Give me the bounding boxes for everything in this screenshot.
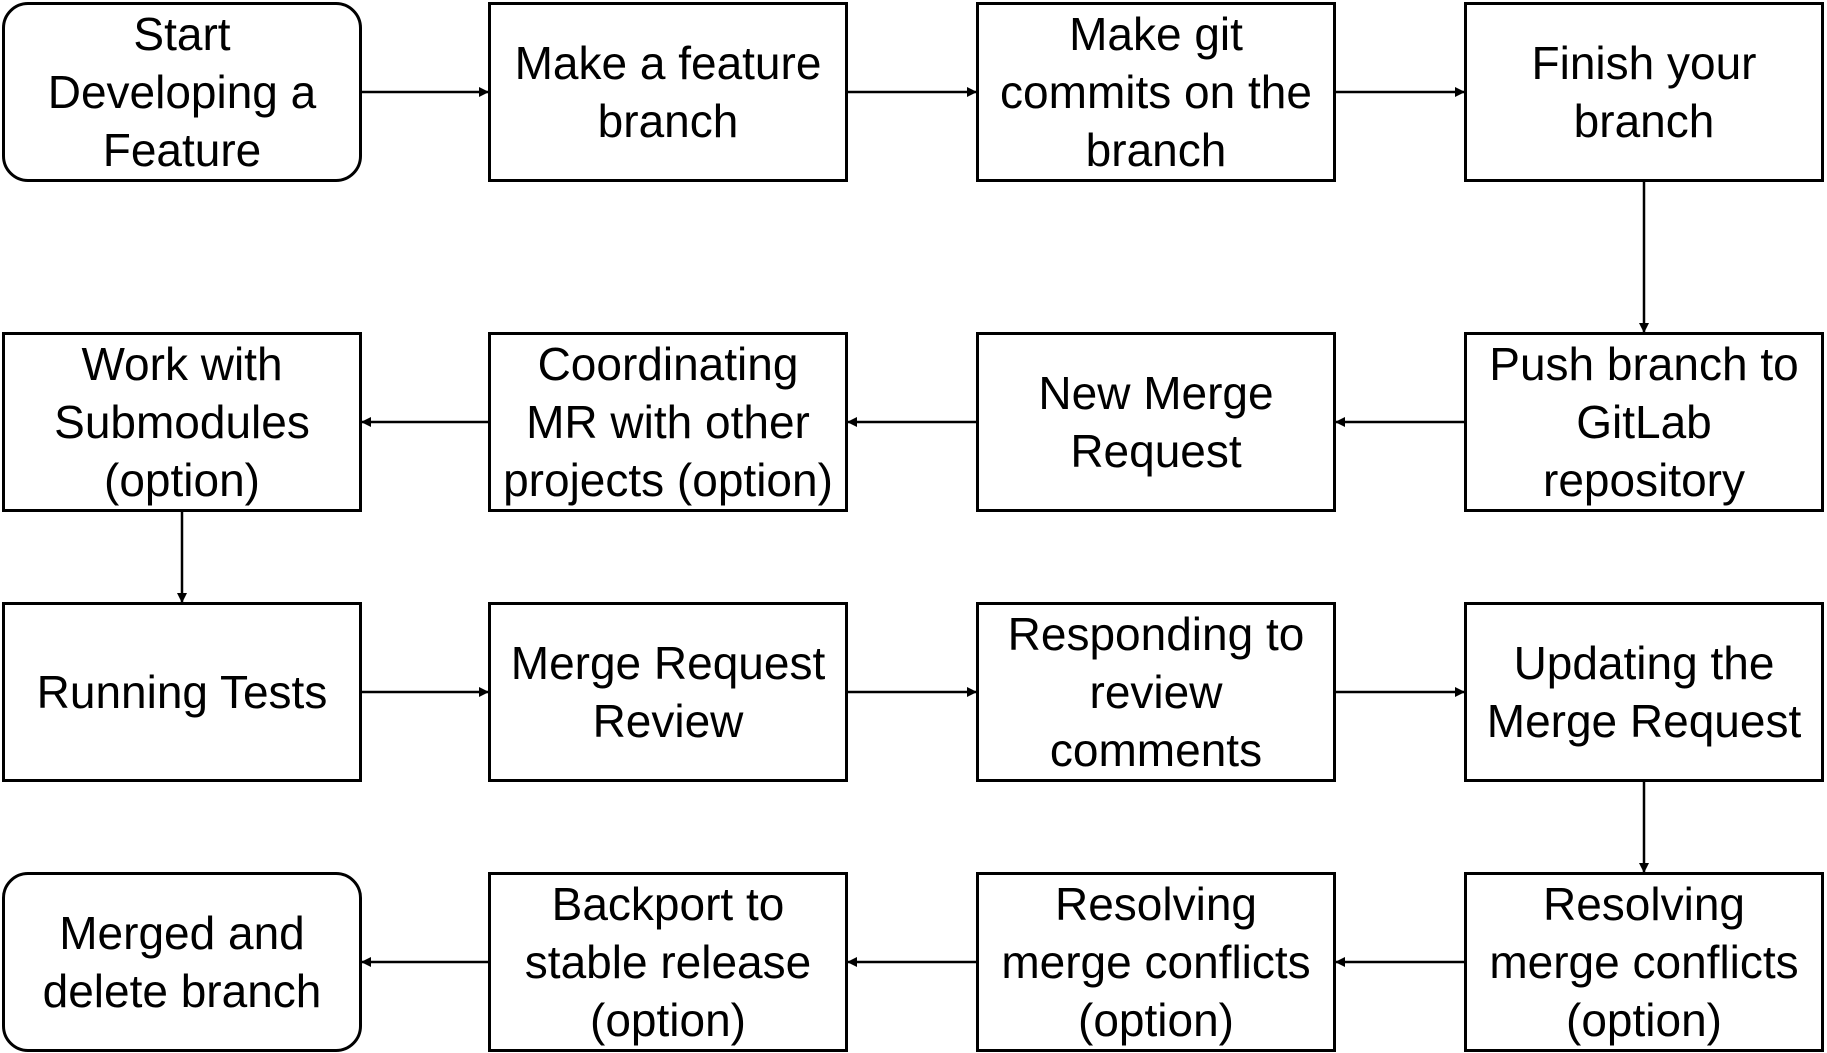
node-backport-stable-release: Backport to stable release (option) [488, 872, 848, 1052]
node-new-merge-request: New Merge Request [976, 332, 1336, 512]
node-start-developing-feature: Start Developing a Feature [2, 2, 362, 182]
node-merge-request-review: Merge Request Review [488, 602, 848, 782]
node-label: Merged and delete branch [42, 907, 322, 1017]
node-label: New Merge Request [1038, 367, 1274, 477]
node-running-tests: Running Tests [2, 602, 362, 782]
node-make-git-commits: Make git commits on the branch [976, 2, 1336, 182]
node-label: Merge Request Review [510, 637, 826, 747]
node-label: Make git commits on the branch [1000, 8, 1312, 176]
node-label: Backport to stable release (option) [524, 878, 812, 1046]
node-push-branch: Push branch to GitLab repository [1464, 332, 1824, 512]
node-merged-delete-branch: Merged and delete branch [2, 872, 362, 1052]
node-label: Push branch to GitLab repository [1489, 338, 1799, 506]
node-make-feature-branch: Make a feature branch [488, 2, 848, 182]
node-label: Start Developing a Feature [47, 8, 317, 176]
node-responding-review: Responding to review comments [976, 602, 1336, 782]
node-label: Responding to review comments [1007, 608, 1305, 776]
node-label: Resolving merge conflicts (option) [1001, 878, 1311, 1046]
node-label: Finish your branch [1531, 37, 1757, 147]
node-resolving-merge-conflicts-1: Resolving merge conflicts (option) [1464, 872, 1824, 1052]
node-resolving-merge-conflicts-2: Resolving merge conflicts (option) [976, 872, 1336, 1052]
node-coordinating-mr: Coordinating MR with other projects (opt… [488, 332, 848, 512]
edge-group [177, 87, 1649, 967]
node-label: Resolving merge conflicts (option) [1489, 878, 1799, 1046]
node-label: Work with Submodules (option) [54, 338, 310, 506]
node-label: Make a feature branch [514, 37, 822, 147]
node-work-with-submodules: Work with Submodules (option) [2, 332, 362, 512]
node-label: Updating the Merge Request [1486, 637, 1802, 747]
node-updating-merge-request: Updating the Merge Request [1464, 602, 1824, 782]
node-finish-branch: Finish your branch [1464, 2, 1824, 182]
node-label: Coordinating MR with other projects (opt… [503, 338, 833, 506]
node-label: Running Tests [36, 666, 328, 718]
